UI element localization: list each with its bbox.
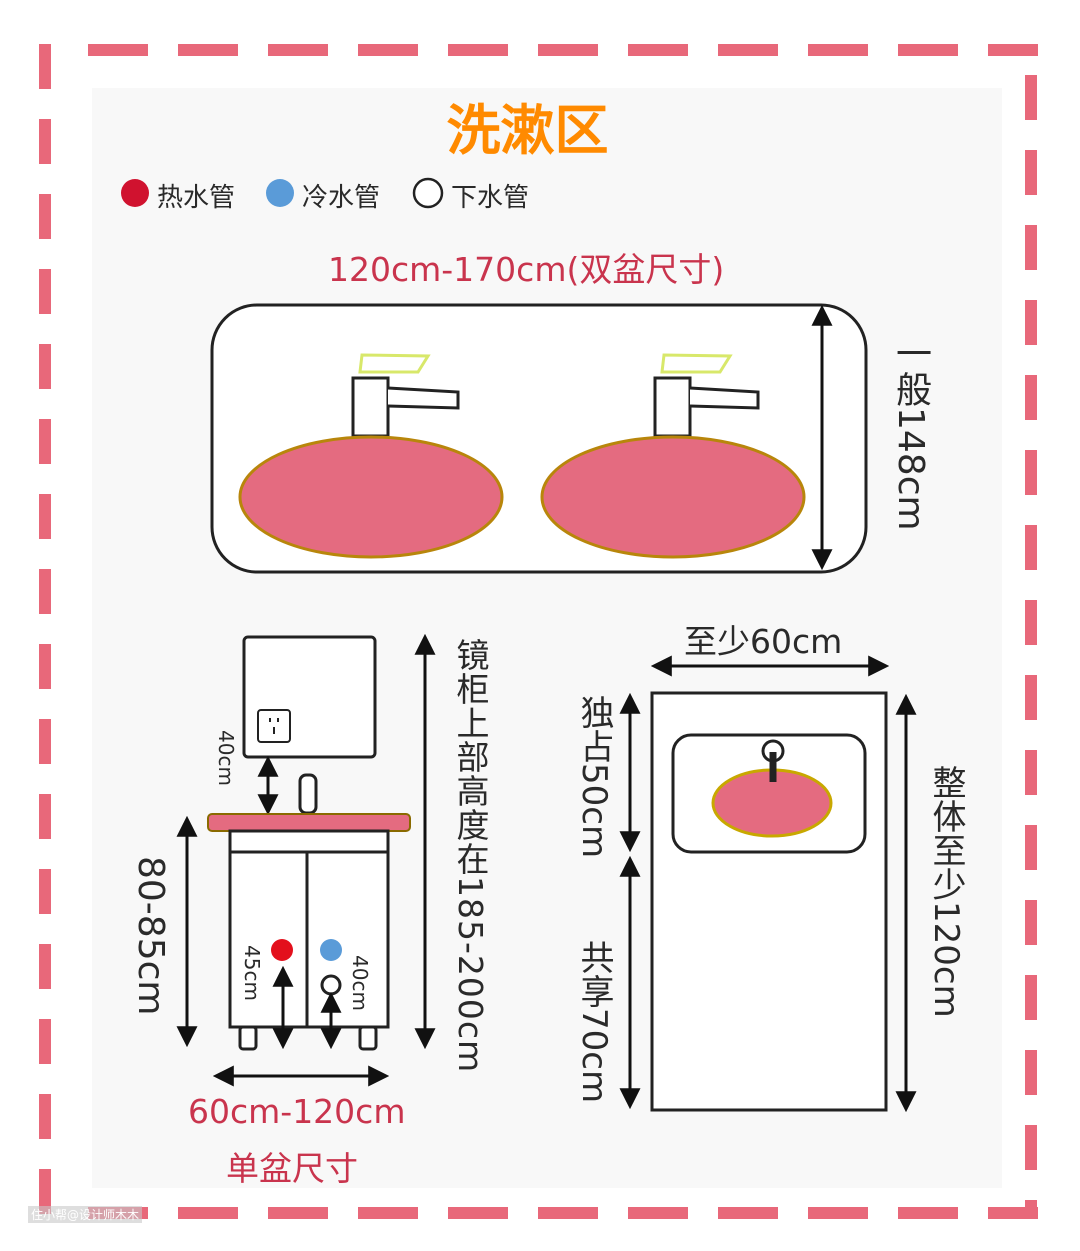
single-basin-width-label: 60cm-120cm: [188, 1092, 406, 1131]
vanity-cabinet: [228, 829, 390, 1051]
cold-water-pipe-icon: [266, 179, 294, 207]
basin-left: [238, 435, 504, 559]
countertop: [207, 813, 411, 832]
mirror-gap-label: 40cm: [214, 730, 238, 786]
single-basin-caption: 单盆尺寸: [226, 1149, 358, 1188]
double-basin-width-label: 120cm-170cm(双盆尺寸): [328, 250, 725, 289]
dashed-border: [39, 44, 1038, 1219]
drain-pipe-icon: [412, 177, 444, 209]
drain-height-label: 40cm: [348, 955, 372, 1011]
basin-right: [540, 435, 806, 559]
legend-drain: 下水管: [451, 183, 530, 213]
faucet-icon: [653, 353, 760, 438]
power-socket-icon: [257, 709, 291, 743]
cold-water-pipe-icon: [320, 939, 342, 961]
watermark: 住小帮@设计师木木: [28, 1206, 143, 1223]
shared-space-label: 共享70cm: [574, 940, 614, 1104]
space-width-label: 至少60cm: [684, 622, 843, 661]
drain-pipe-icon: [320, 974, 342, 996]
legend-hot-water: 热水管: [157, 183, 236, 213]
hot-pipe-height-label: 45cm: [240, 945, 264, 1001]
double-basin-height-label: 一般148cm: [890, 335, 931, 531]
page-title: 洗漱区: [446, 99, 609, 162]
hot-water-pipe-icon: [121, 179, 149, 207]
legend-cold-water: 冷水管: [302, 183, 381, 213]
faucet-icon: [298, 773, 318, 815]
mirror-height-label: 镜柜上部高度在185-200cm: [451, 638, 490, 1074]
hot-water-pipe-icon: [271, 939, 293, 961]
total-space-label: 整体至少120cm: [926, 765, 966, 1018]
faucet-icon: [351, 353, 460, 438]
exclusive-space-label: 独占50cm: [574, 695, 614, 859]
counter-height-label: 80-85cm: [130, 856, 171, 1016]
